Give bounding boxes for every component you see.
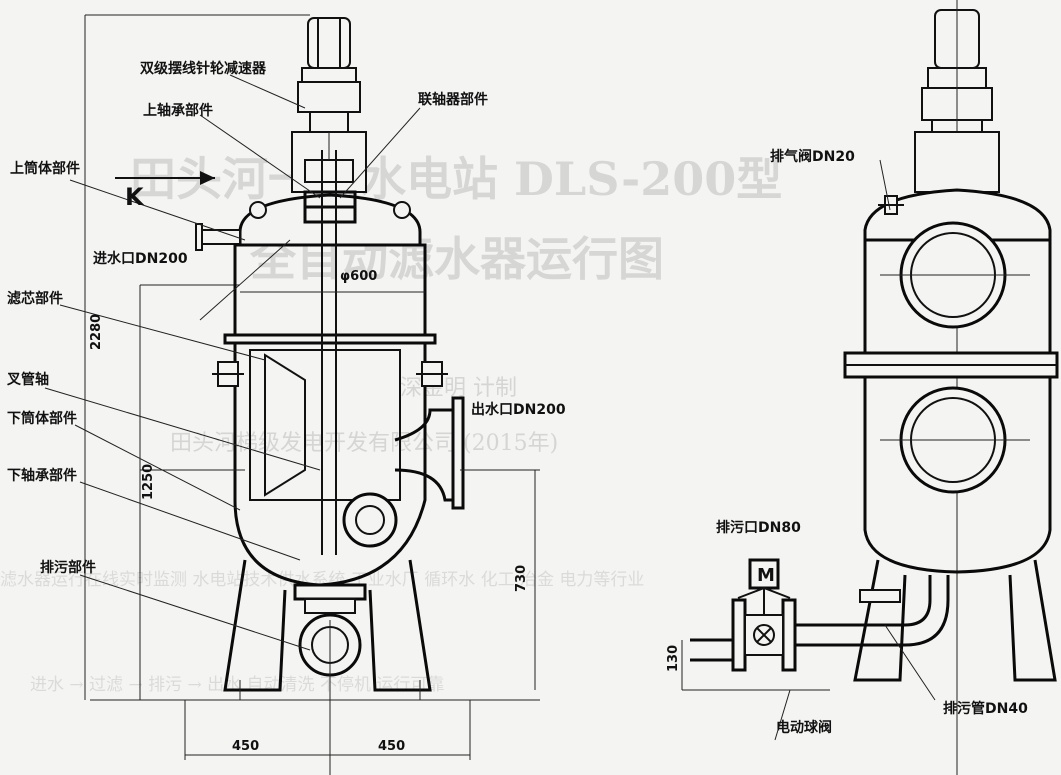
label-upper-bearing: 上轴承部件: [143, 102, 213, 119]
mid-flange: [223, 333, 437, 345]
right-upper-head: [863, 188, 1052, 242]
label-coupling: 联轴器部件: [418, 91, 488, 108]
leader-upper-bearing: [199, 114, 321, 199]
ball-valve-flange-right: [781, 598, 797, 672]
lower-shell: [233, 343, 427, 587]
leader-drain: [79, 574, 311, 651]
right-leg-right: [1008, 559, 1057, 682]
dim-diameter: φ600: [340, 269, 377, 284]
dim-2280: 2280: [89, 314, 104, 350]
dim-730: 730: [514, 565, 529, 592]
lug-right: [393, 201, 411, 219]
ghost-line5: 滤水器运行在线实时监测 水电站技术供水系统 工业水厂 循环水 化工 冶金 电力等…: [0, 570, 644, 590]
ghost-title-line1: 田头河一级水电站 DLS-200型: [130, 152, 782, 206]
motor-flange: [301, 67, 357, 83]
filter-element: [249, 349, 401, 501]
right-leg-left: [853, 559, 907, 682]
motor-body: [307, 17, 351, 69]
callout-labels: 双级摆线针轮减速器 上轴承部件 联轴器部件 上筒体部件 K 进水口DN200 滤…: [6, 60, 1028, 736]
leader-filter: [59, 304, 266, 361]
lug-left: [249, 201, 267, 219]
label-motor-symbol: M: [757, 565, 775, 586]
leader-coupling: [339, 107, 421, 199]
dimension-labels: 2280 1250 730 φ600 450 450 130: [89, 269, 681, 754]
label-outlet: 出水口DN200: [471, 401, 566, 418]
leg-left: [223, 559, 287, 692]
label-drain-port: 排污口DN80: [716, 519, 801, 536]
leader-fork-shaft: [44, 387, 321, 471]
ghost-line6: 进水 → 过滤 → 排污 → 出水 自动清洗 不停机 运行可靠: [30, 675, 444, 695]
outlet-flange: [451, 396, 465, 510]
label-reducer: 双级摆线针轮减速器: [140, 60, 267, 77]
dim-450-left: 450: [232, 739, 259, 754]
label-lower-shell: 下筒体部件: [7, 410, 77, 427]
ghost-watermark: 田头河一级水电站 DLS-200型 全自动滤水器运行图 深金明 计制 田头河梯级…: [0, 152, 782, 695]
label-inlet: 进水口DN200: [93, 250, 188, 267]
drain-pipe-upper: [780, 575, 932, 627]
leader-upper-shell: [69, 179, 246, 241]
bottom-flange: [293, 583, 367, 601]
outlet-pipe: [394, 408, 455, 442]
label-view-k: K: [125, 183, 145, 211]
reducer-body: [297, 81, 361, 113]
label-fork-shaft: 叉管轴: [6, 371, 49, 388]
leader-vent: [879, 159, 891, 211]
dim-450-right: 450: [378, 739, 405, 754]
leg-right: [368, 559, 432, 692]
ball-valve-flange-left: [731, 598, 747, 672]
label-motor-valve: 电动球阀: [776, 719, 832, 736]
filter-wedge: [264, 353, 306, 497]
leader-motor-valve: [774, 689, 791, 741]
outlet-bend-flange: [342, 492, 398, 548]
dim-1250: 1250: [141, 464, 156, 500]
label-filter-core: 滤芯部件: [7, 290, 63, 307]
dim-130: 130: [666, 645, 681, 672]
label-lower-bearing: 下轴承部件: [7, 467, 77, 484]
label-drain-part: 排污部件: [40, 559, 96, 576]
leader-lower-bearing: [79, 481, 301, 561]
leader-reducer: [229, 74, 306, 109]
label-upper-shell: 上筒体部件: [10, 160, 80, 177]
right-side-view: [681, 0, 1059, 775]
label-vent-valve: 排气阀DN20: [770, 148, 855, 165]
right-lower-shell: [863, 377, 1052, 574]
ghost-line4: 田头河梯级发电开发有限公司 (2015年): [170, 431, 558, 456]
coupling-box: [304, 159, 354, 183]
leader-lower-shell: [74, 424, 241, 511]
label-drain-pipe: 排污管DN40: [943, 700, 1028, 717]
leader-drain-pipe: [884, 624, 936, 701]
left-elevation-view: [44, 14, 540, 775]
